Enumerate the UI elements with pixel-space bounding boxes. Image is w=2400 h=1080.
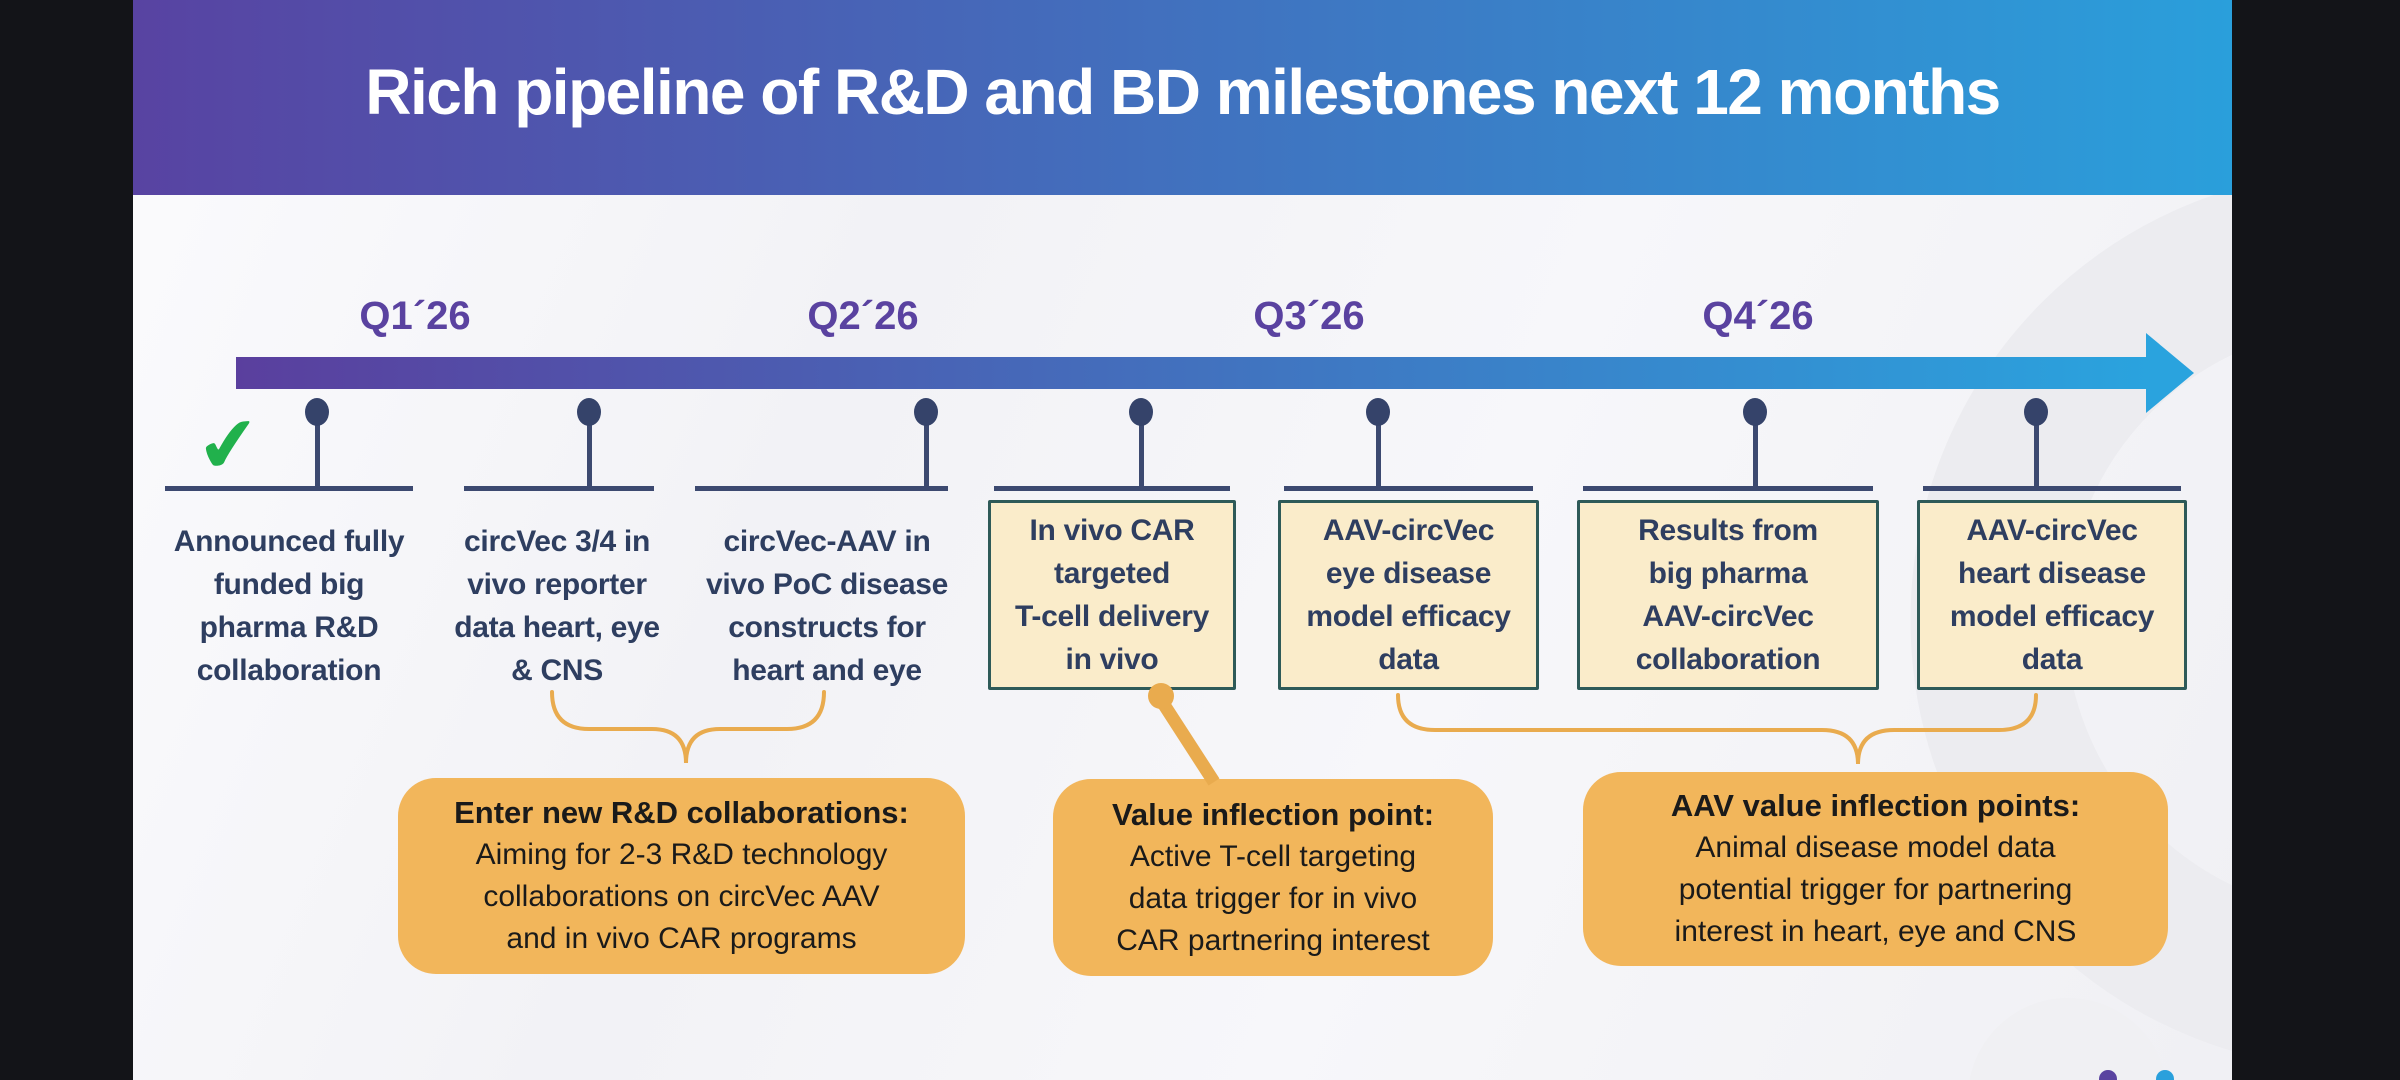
callout-line: and in vivo CAR programs [506,922,857,955]
milestone-dot [914,398,938,426]
milestone-line: AAV-circVec [1322,514,1495,547]
milestone-overline [695,486,948,491]
slide-header: Rich pipeline of R&D and BD milestones n… [133,0,2232,195]
milestone-line: big pharma [1648,557,1808,590]
callout-line: interest in heart, eye and CNS [1674,915,2077,948]
milestone-line: eye disease [1325,557,1492,590]
callout-line: Animal disease model data [1695,831,2056,864]
milestone-stem [2034,412,2039,490]
milestone-line: circVec-AAV in [723,525,931,558]
milestone-line: T-cell delivery [1015,600,1209,633]
milestone-line: data [2021,643,2083,676]
milestone-line: in vivo [1065,643,1159,676]
quarter-label: Q2´26 [807,294,919,338]
milestone-line: vivo reporter [467,568,647,601]
callout-line: data trigger for in vivo [1128,881,1418,915]
milestone-line: heart and eye [732,654,922,687]
milestone-line: collaboration [1635,643,1821,676]
milestone-line: pharma R&D [199,611,379,644]
milestone-dot [1129,398,1153,426]
milestone-stem [1139,412,1144,490]
milestone-text: circVec-AAV in vivo PoC disease constructs… [657,520,997,692]
milestone-dot [577,398,601,426]
timeline-arrowhead-icon [2146,333,2194,413]
callout-line: Aiming for 2-3 R&D technology [475,838,888,871]
milestone-line: AAV-circVec [1966,514,2138,547]
slide: Rich pipeline of R&D and BD milestones n… [133,0,2232,1080]
milestone-overline [1284,486,1533,491]
milestone-line: data [1378,643,1439,676]
decor-circle [1969,998,2167,1080]
milestone-line: model efficacy [1306,600,1511,633]
milestone-line: funded big [213,568,365,601]
milestone-dot [2024,398,2048,426]
milestone-stem [587,412,592,490]
callout: AAV value inflection points: Animal disea… [1583,772,2168,966]
milestone-box: AAV-circVec heart disease model efficacy da… [1917,500,2187,690]
milestone-stem [924,412,929,490]
milestone-overline [464,486,654,491]
quarter-label: Q3´26 [1253,294,1365,338]
callout-title: Enter new R&D collaborations: [454,795,909,830]
milestone-box: AAV-circVec eye disease model efficacy data [1278,500,1539,690]
milestone-overline [1923,486,2181,491]
callout-line: collaborations on circVec AAV [483,880,880,913]
milestone-overline [165,486,413,491]
milestone-overline [994,486,1230,491]
quarter-label: Q1´26 [359,294,471,338]
callout: Value inflection point: Active T-cell tar… [1053,779,1493,976]
milestone-overline [1583,486,1873,491]
completed-check-icon: ✔ [192,399,265,492]
milestone-line: targeted [1054,557,1170,590]
timeline-bar [236,357,2148,389]
callout: Enter new R&D collaborations: Aiming for … [398,778,965,974]
milestone-line: AAV-circVec [1642,600,1814,633]
milestone-text: circVec 3/4 in vivo reporter data heart, e… [397,520,717,692]
milestone-line: & CNS [511,654,603,687]
milestone-dot [1743,398,1767,426]
milestone-line: vivo PoC disease [706,568,948,601]
callout-line: potential trigger for partnering [1678,873,2073,906]
milestone-line: circVec 3/4 in [464,525,650,558]
quarter-label: Q4´26 [1702,294,1814,338]
milestone-line: constructs for [728,611,926,644]
milestone-line: data heart, eye [454,611,660,644]
milestone-stem [315,412,320,490]
slide-content: Rich pipeline of R&D and BD milestones n… [133,0,2232,1080]
milestone-line: Announced fully [173,525,405,558]
milestone-line: In vivo CAR [1029,514,1195,547]
milestone-stem [1376,412,1381,490]
callout-line: CAR partnering interest [1116,923,1430,957]
milestone-line: Results from [1638,514,1818,547]
callout-title: AAV value inflection points: [1670,788,2081,823]
milestone-dot [305,398,329,426]
milestone-line: model efficacy [1949,600,2155,633]
milestone-text: Announced fully funded big pharma R&D colla… [133,520,449,692]
milestone-stem [1753,412,1758,490]
callout-title: Value inflection point: [1111,796,1435,832]
milestone-line: heart disease [1958,557,2146,590]
callout-line: Active T-cell targeting [1129,839,1417,873]
slide-title: Rich pipeline of R&D and BD milestones n… [365,55,2001,128]
milestone-dot [1366,398,1390,426]
milestone-line: collaboration [196,654,382,687]
